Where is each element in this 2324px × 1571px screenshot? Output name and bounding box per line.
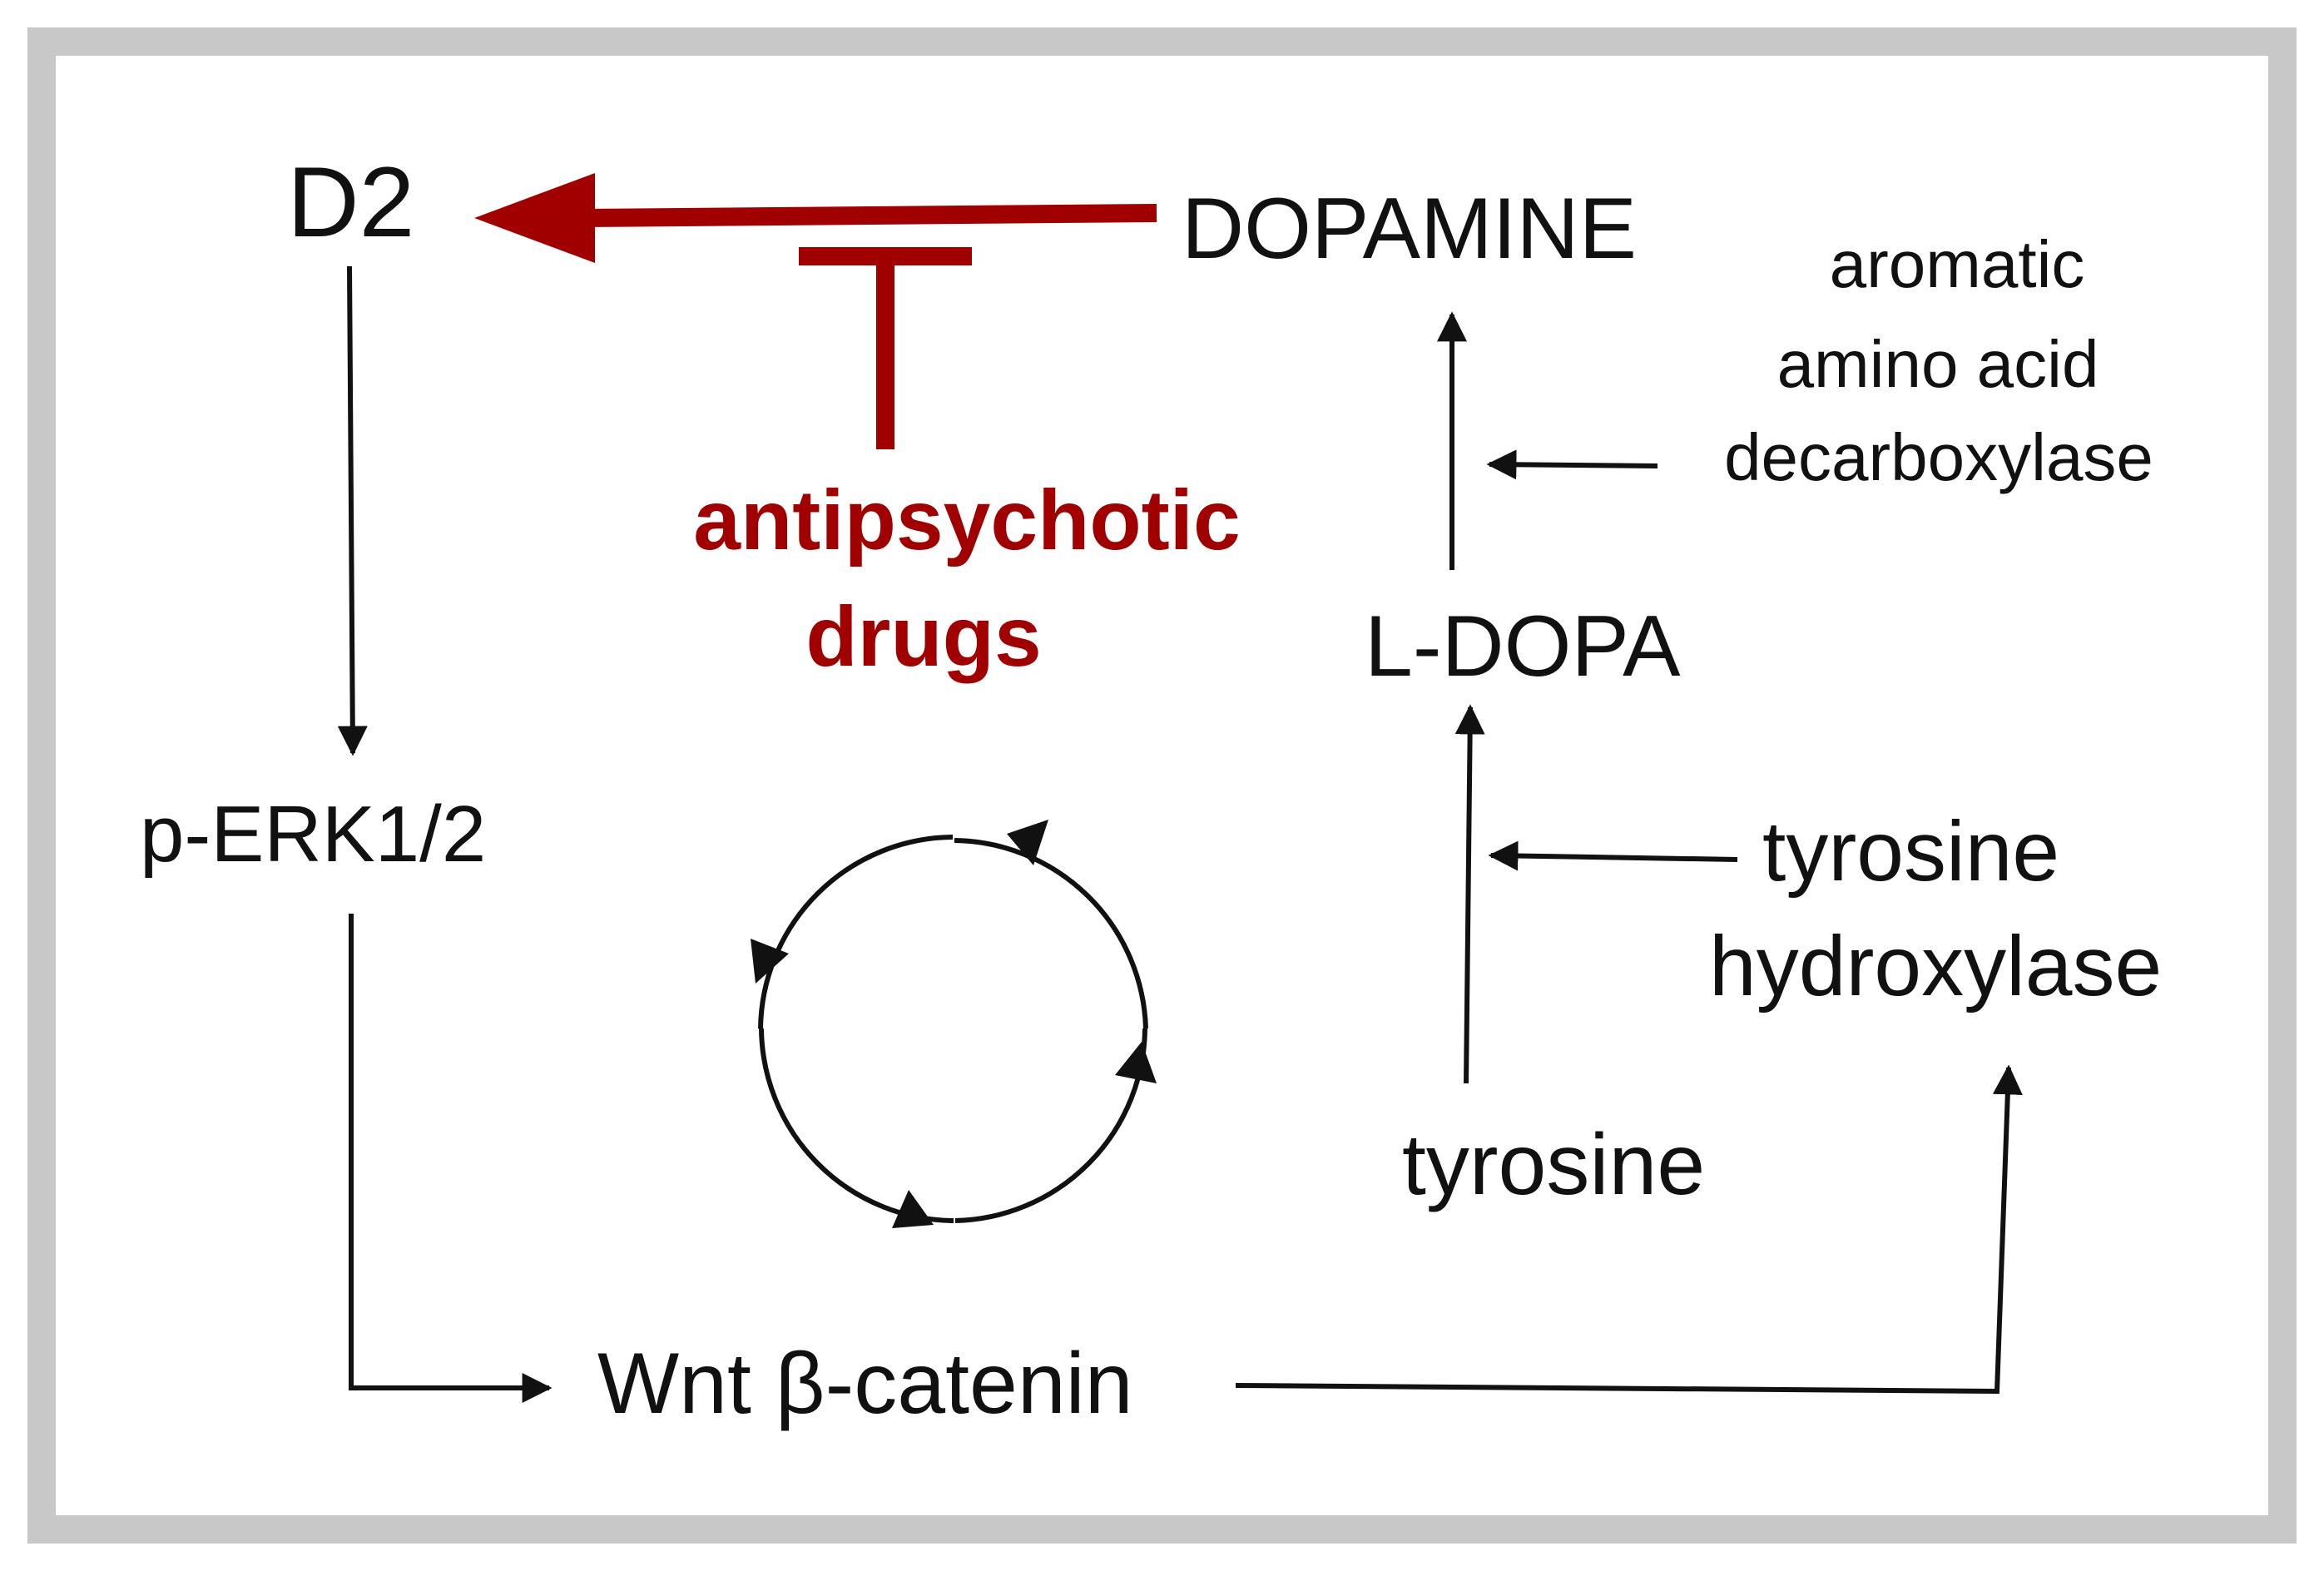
dopamine-to-d2-arrow — [474, 173, 1157, 263]
th-line-2: hydroxylase — [1709, 919, 2162, 1013]
aadc-to-axis-arrow — [1486, 449, 1658, 480]
drug-label-line-1: antipsychotic — [693, 473, 1240, 567]
th-line-1: tyrosine — [1762, 804, 2059, 899]
aadc-line-1: aromatic — [1830, 227, 2085, 301]
perk-label: p-ERK1/2 — [140, 790, 486, 879]
d2-label: D2 — [287, 146, 414, 258]
diagram-frame — [27, 27, 2297, 1544]
wnt-to-th-arrow — [1235, 1064, 2023, 1395]
dopamine-label: DOPAMINE — [1182, 181, 1637, 277]
tyrosine-to-ldopa-arrow — [1454, 704, 1485, 1084]
th-to-axis-arrow — [1488, 840, 1738, 871]
aadc-line-2: amino acid — [1777, 327, 2099, 401]
drug-label-line-2: drugs — [805, 589, 1041, 684]
wnt-label: Wnt β-catenin — [597, 1336, 1133, 1432]
cycle-icon — [751, 820, 1157, 1228]
d2-to-perk-arrow — [337, 265, 368, 756]
tyrosine-label: tyrosine — [1402, 1117, 1705, 1213]
inhibition-bar — [799, 247, 972, 449]
aadc-line-3: decarboxylase — [1724, 420, 2153, 494]
ldopa-label: L-DOPA — [1365, 598, 1681, 695]
perk-to-wnt-arrow — [349, 914, 553, 1403]
